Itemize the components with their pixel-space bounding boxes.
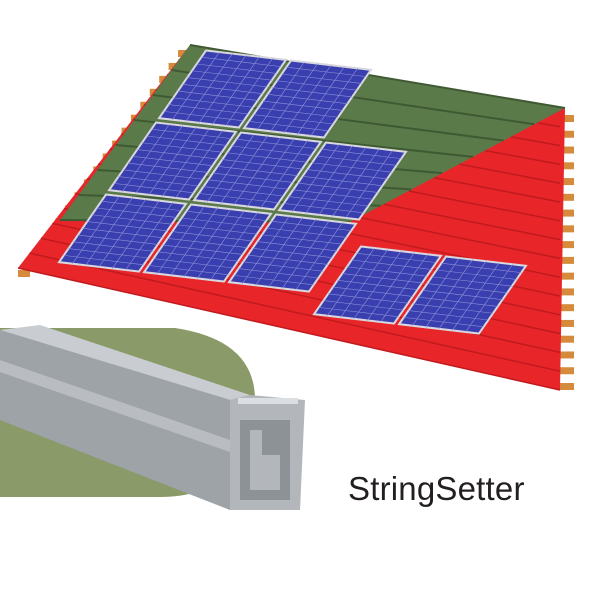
solar-panel [227, 213, 358, 293]
batten [560, 319, 574, 327]
batten [560, 209, 574, 217]
batten [18, 270, 30, 277]
batten [560, 115, 574, 122]
brand-name: StringSetter [348, 470, 525, 507]
solar-panel [57, 193, 188, 273]
batten [560, 241, 574, 249]
roof-rib [29, 252, 561, 372]
solar-panel [157, 49, 288, 129]
batten [560, 225, 574, 233]
batten [560, 304, 574, 312]
roof-rib [17, 267, 561, 391]
batten [560, 162, 574, 170]
mounting-rail [0, 325, 305, 510]
solar-panel [107, 121, 238, 201]
solar-panel [277, 141, 408, 221]
batten [560, 146, 574, 154]
solar-panel [242, 59, 373, 139]
batten [560, 351, 574, 359]
batten [560, 383, 574, 390]
solar-panel [312, 245, 443, 325]
solar-panel-array [57, 49, 528, 335]
batten [560, 335, 574, 343]
batten [560, 193, 574, 201]
solar-panel [142, 203, 273, 283]
batten [560, 130, 574, 138]
batten [560, 256, 574, 264]
batten [560, 272, 574, 280]
solar-panel [397, 255, 528, 335]
solar-panel [192, 131, 323, 211]
batten [560, 288, 574, 296]
batten [560, 367, 574, 375]
batten [560, 178, 574, 186]
